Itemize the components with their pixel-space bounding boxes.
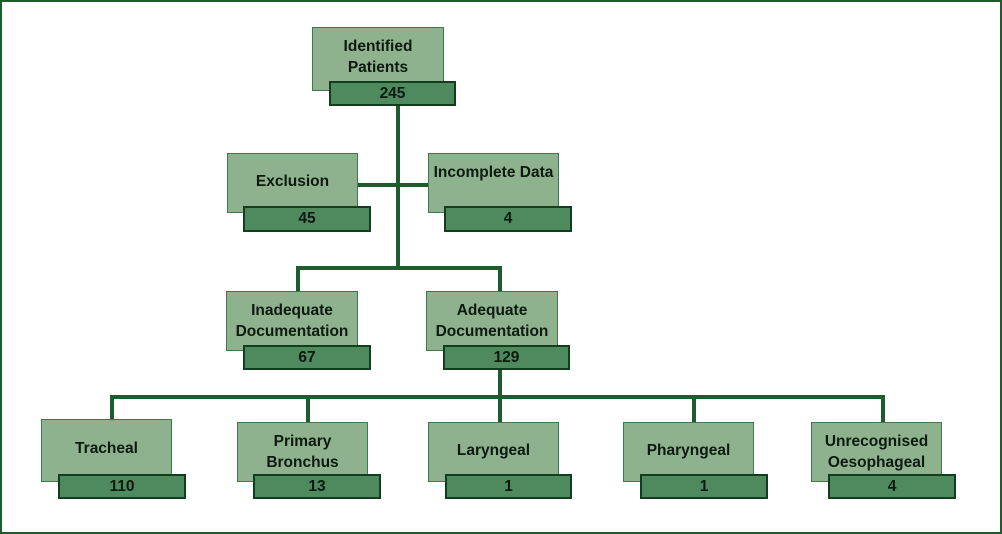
node-label: Identified Patients: [312, 27, 444, 91]
node-value: 45: [243, 206, 371, 232]
node-value: 13: [253, 474, 381, 499]
node-value: 110: [58, 474, 186, 499]
node-value: 4: [444, 206, 572, 232]
node-label: Inadequate Documentation: [226, 291, 358, 351]
node-label: Adequate Documentation: [426, 291, 558, 351]
node-label: Laryngeal: [428, 422, 559, 482]
node-label: Incomplete Data: [428, 153, 559, 213]
node-label: Unrecognised Oesophageal: [811, 422, 942, 482]
node-label: Exclusion: [227, 153, 358, 213]
node-value: 67: [243, 345, 371, 370]
node-value: 4: [828, 474, 956, 499]
node-label: Pharyngeal: [623, 422, 754, 482]
node-value: 1: [445, 474, 572, 499]
node-label: Tracheal: [41, 419, 172, 482]
node-value: 129: [443, 345, 570, 370]
node-value: 245: [329, 81, 456, 106]
node-value: 1: [640, 474, 768, 499]
node-label: Primary Bronchus: [237, 422, 368, 482]
